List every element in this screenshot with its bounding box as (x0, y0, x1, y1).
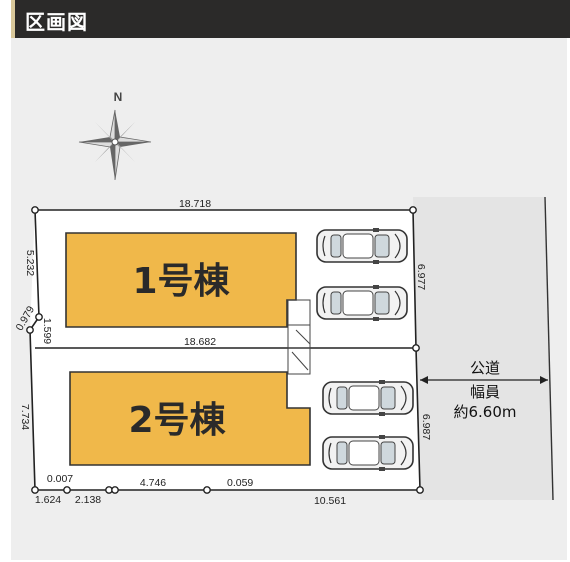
dim-bottom-e: 0.059 (227, 477, 253, 489)
dim-top: 18.718 (179, 198, 211, 210)
dim-bottom-a: 0.007 (47, 473, 73, 485)
compass-rose-icon (78, 109, 152, 181)
entrance-steps (287, 299, 311, 375)
parking-car-1 (316, 227, 408, 265)
dim-left-small-b: 1.599 (41, 318, 53, 344)
road-edge (544, 196, 554, 501)
building-2 (69, 371, 311, 466)
dim-bottom-c: 2.138 (75, 494, 101, 506)
road-type-label: 公道 (470, 359, 500, 377)
parking-car-2 (316, 284, 408, 322)
parking-car-3 (322, 379, 414, 417)
header-bar: 区画図 (11, 0, 570, 38)
building-2-label: 2号棟 (128, 400, 226, 441)
dim-right-lower: 6.987 (420, 414, 432, 440)
boundary-markers (26, 206, 424, 494)
dim-middle: 18.682 (184, 336, 216, 348)
north-label: N (114, 90, 123, 104)
road-area (413, 197, 553, 500)
dim-bottom-b: 1.624 (35, 494, 61, 506)
dim-left-lower: 7.734 (19, 404, 31, 430)
header-accent (11, 0, 15, 38)
dim-bottom-right: 10.561 (314, 495, 346, 507)
dim-bottom-d: 4.746 (140, 477, 166, 489)
road-width-arrow (420, 376, 548, 384)
parking-car-4 (322, 434, 414, 472)
road-width-title: 幅員 (470, 383, 500, 401)
building-1 (65, 232, 297, 328)
road-width-value: 約6.60m (453, 403, 516, 421)
dim-right-upper: 6.977 (415, 264, 427, 290)
building-1-label: 1号棟 (132, 261, 230, 302)
page-title: 区画図 (25, 10, 88, 34)
dim-left-upper: 5.232 (24, 250, 36, 276)
